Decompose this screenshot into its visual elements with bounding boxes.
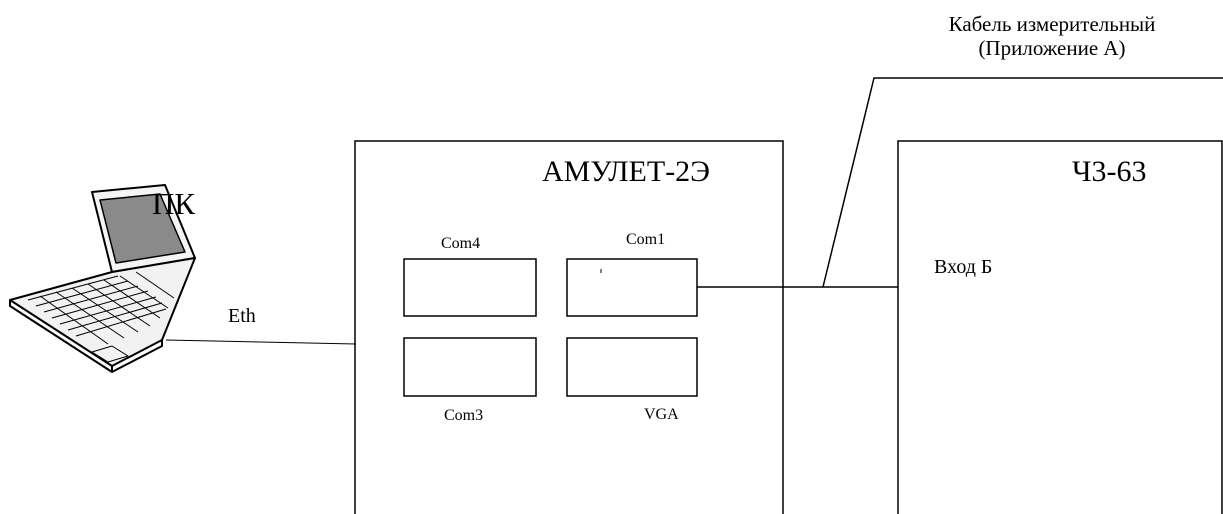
laptop-icon	[9, 184, 196, 373]
amulet-title: АМУЛЕТ-2Э	[542, 155, 710, 188]
cable-leader-line	[822, 77, 1223, 288]
pc-label: ПК	[152, 186, 196, 221]
cable-caption-line2: (Приложение А)	[978, 36, 1126, 60]
com3-label: Com3	[444, 407, 484, 424]
vga-port	[566, 337, 698, 397]
com3-port	[403, 337, 537, 397]
cable-caption: Кабель измерительный (Приложение А)	[902, 12, 1202, 60]
input-b-label: Вход Б	[934, 256, 993, 278]
eth-label: Eth	[228, 305, 256, 327]
vga-label: VGA	[644, 406, 679, 423]
ch3-device-frame	[897, 140, 1223, 514]
com1-label: Com1	[626, 231, 666, 248]
com1-port	[566, 258, 698, 317]
ch3-title: Ч3-63	[1072, 155, 1147, 188]
cable-caption-line1: Кабель измерительный	[948, 12, 1156, 36]
amulet-device-frame	[354, 140, 784, 514]
com4-label: Com4	[441, 235, 481, 252]
eth-cable	[165, 339, 357, 345]
com4-port	[403, 258, 537, 317]
